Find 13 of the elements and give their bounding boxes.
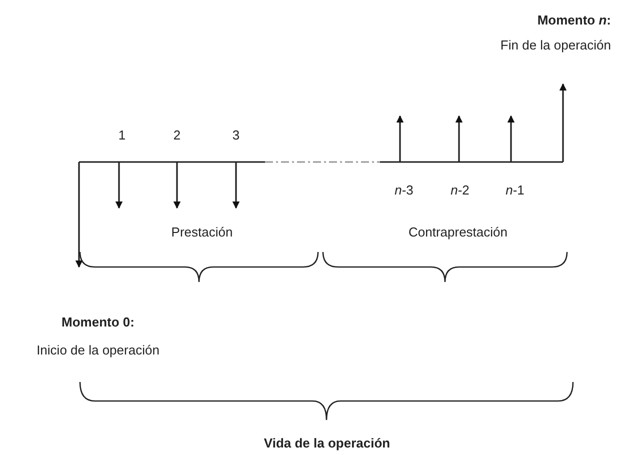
period-label: 1 [118,128,126,142]
period-label: n-3 [394,182,414,198]
period-label: 2 [173,128,181,142]
phase-label: Contraprestación [408,224,508,240]
period-label: 3 [232,128,240,142]
annotation-text: Vida de la operación [264,436,390,450]
annotation-text: Momento 0: [62,314,134,330]
period-label: n-1 [506,182,524,198]
annotation-text: Momento n: [537,12,611,28]
annotation-text: Inicio de la operación [36,342,160,358]
period-label: n-2 [450,182,470,198]
phase-label: Prestación [171,224,233,240]
annotation-text: Fin de la operación [500,38,611,52]
